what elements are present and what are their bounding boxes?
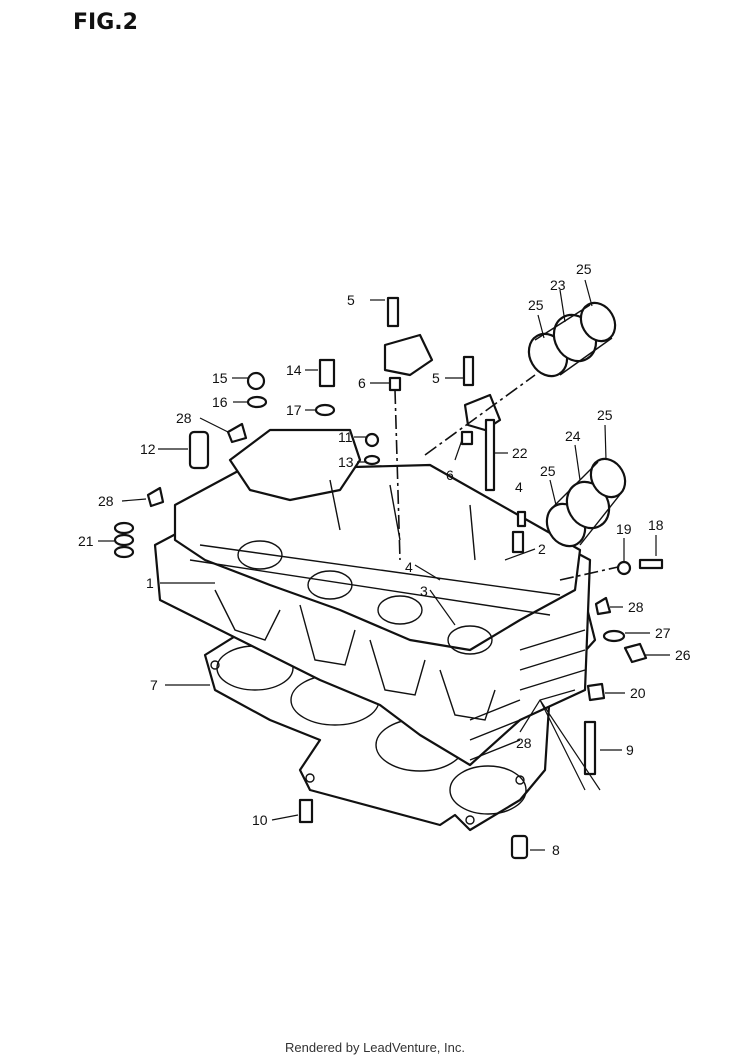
footer-credit: Rendered by LeadVenture, Inc. [285,1040,465,1055]
callout-5b: 5 [432,370,440,386]
callout-25a: 25 [528,297,544,313]
callout-24: 24 [565,428,581,444]
callout-7: 7 [150,677,158,693]
callout-1: 1 [146,575,154,591]
callout-28d: 28 [516,735,532,751]
callout-9: 9 [626,742,634,758]
callout-25b: 25 [576,261,592,277]
callout-25c: 25 [540,463,556,479]
dash-leader-cover [394,389,401,561]
callout-28c: 28 [628,599,644,615]
callout-12: 12 [140,441,156,457]
callout-18: 18 [648,517,664,533]
figure-title: FIG.2 [73,10,138,35]
intake-pipes [527,301,627,548]
dash-leader-intake [424,374,536,456]
camshaft-holder-5 [383,296,502,432]
callout-17: 17 [286,402,302,418]
callout-3: 3 [420,583,428,599]
callout-2: 2 [538,541,546,557]
callout-16: 16 [212,394,228,410]
valve-cotters-21 [113,521,135,559]
callout-22: 22 [512,445,528,461]
cylinder-head [153,428,592,767]
callout-25d: 25 [597,407,613,423]
callout-13: 13 [338,454,354,470]
callout-26: 26 [675,647,691,663]
leader-lines [98,279,670,851]
callout-28b: 28 [98,493,114,509]
callout-4a: 4 [515,479,523,495]
dash-leader-right [559,566,619,581]
small-parts [113,358,664,860]
callout-5a: 5 [347,292,355,308]
callout-labels: 1 2 3 4 4 5 5 6 6 7 8 9 10 11 12 13 14 1… [78,261,691,858]
callout-27: 27 [655,625,671,641]
callout-28a: 28 [176,410,192,426]
callout-8: 8 [552,842,560,858]
callout-10: 10 [252,812,268,828]
callout-6b: 6 [446,467,454,483]
callout-4b: 4 [405,559,413,575]
callout-20: 20 [630,685,646,701]
callout-11: 11 [338,429,353,445]
callout-15: 15 [212,370,228,386]
callout-6a: 6 [358,375,366,391]
callout-23: 23 [550,277,566,293]
callout-14: 14 [286,362,302,378]
callout-19: 19 [616,521,632,537]
callout-21: 21 [78,533,94,549]
